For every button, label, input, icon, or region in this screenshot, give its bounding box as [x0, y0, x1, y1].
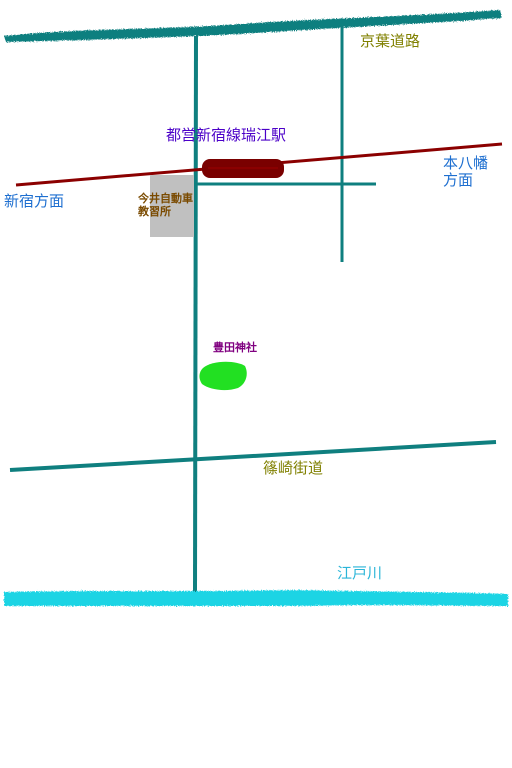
- main-street: [193, 35, 198, 593]
- keiyo-road-label: 京葉道路: [360, 32, 421, 50]
- motoyawata-direction-line2: 方面: [443, 171, 474, 190]
- driving-school-label: 今井自動車 教習所: [138, 192, 193, 218]
- building-icon: [150, 175, 194, 237]
- driving-school-line1: 今井自動車: [138, 192, 193, 205]
- keiyo-road: [4, 10, 502, 42]
- edogawa-river: [4, 590, 508, 606]
- shinjuku-direction-label: 新宿方面: [4, 192, 65, 210]
- motoyawata-direction-label: 本八幡 方面: [443, 154, 489, 190]
- shrine-label: 豊田神社: [213, 341, 257, 354]
- shinozaki-road: [9, 440, 497, 472]
- driving-school-line2: 教習所: [138, 204, 171, 218]
- shinozaki-road-label: 篠崎街道: [263, 459, 324, 477]
- motoyawata-direction-line1: 本八幡: [443, 154, 489, 172]
- shrine-grove-icon: [199, 361, 247, 391]
- station-label: 都営新宿線瑞江駅: [166, 126, 287, 144]
- edogawa-river-label: 江戸川: [337, 564, 383, 582]
